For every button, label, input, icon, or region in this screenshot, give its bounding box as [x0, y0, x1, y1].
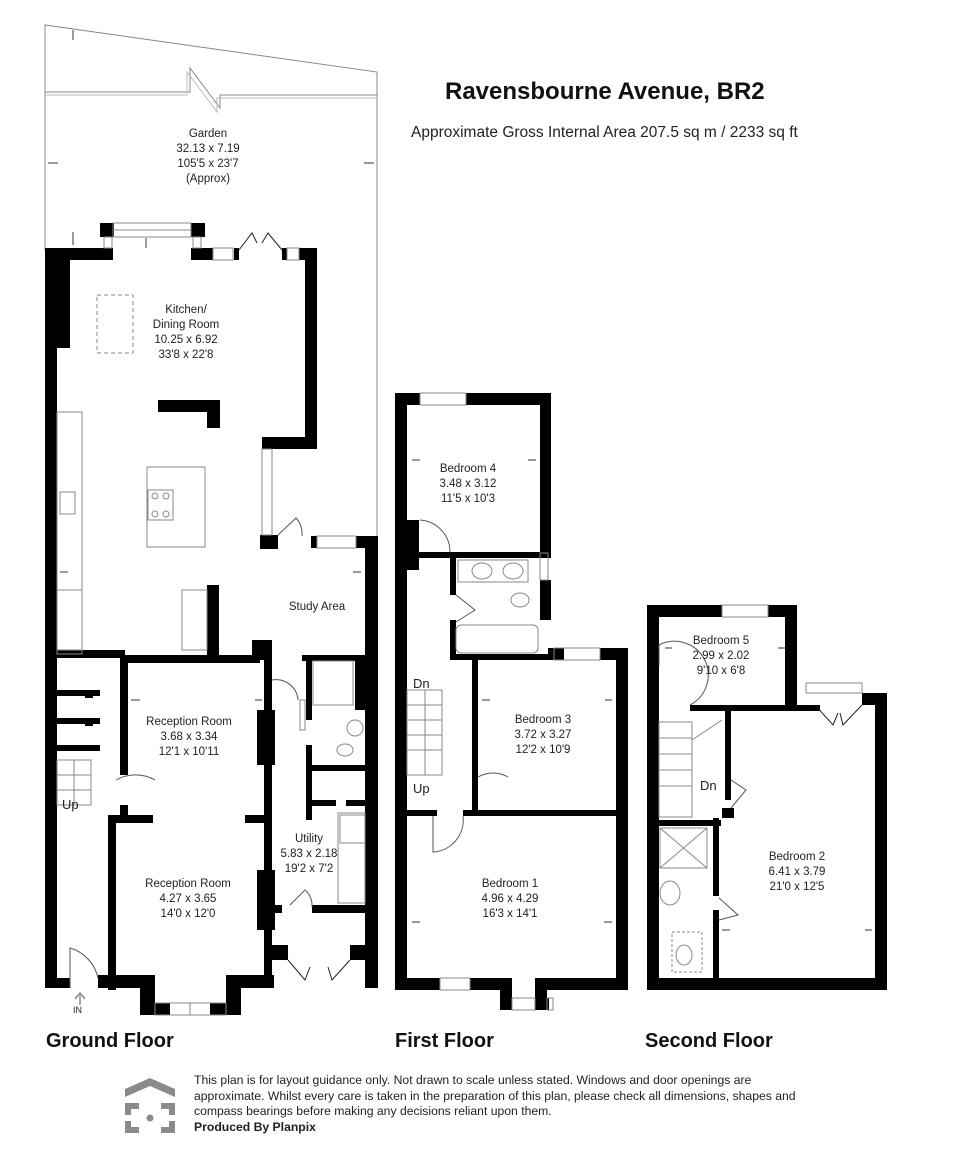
room-name: Bedroom 2	[768, 851, 826, 863]
room-imperial: 9'10 x 6'8	[696, 665, 746, 677]
room-name: Bedroom 3	[514, 714, 572, 726]
room-imperial: 11'5 x 10'3	[440, 493, 496, 505]
room-metric: 3.68 x 3.34	[160, 731, 218, 743]
room-imperial: 19'2 x 7'2	[284, 863, 334, 875]
first-floor-walls	[395, 393, 628, 1010]
room-name: Reception Room	[145, 878, 231, 890]
room-imperial: 16'3 x 14'1	[482, 908, 538, 920]
room-label-bedroom-2: Bedroom 2 6.41 x 3.79 21'0 x 12'5	[769, 850, 826, 895]
room-label-reception-room-1: Reception Room 3.68 x 3.34 12'1 x 10'11	[146, 715, 232, 760]
page-title: Ravensbourne Avenue, BR2	[445, 78, 765, 105]
room-metric: 2.99 x 2.02	[692, 650, 750, 662]
disclaimer-body: This plan is for layout guidance only. N…	[194, 1073, 796, 1119]
second-floor-walls	[647, 605, 887, 990]
room-name: Garden	[188, 128, 228, 140]
gross-area-subtitle: Approximate Gross Internal Area 207.5 sq…	[411, 124, 798, 141]
ground-floor-walls	[45, 223, 378, 1015]
first-floor-fittings	[406, 392, 601, 1011]
room-name: Bedroom 5	[692, 635, 750, 647]
room-name: Reception Room	[146, 716, 232, 728]
room-name: Bedroom 4	[439, 463, 497, 475]
garden-outline	[44, 24, 378, 540]
disclaimer-text: This plan is for layout guidance only. N…	[194, 1073, 814, 1135]
room-imperial: 12'2 x 10'9	[515, 744, 571, 756]
garden-dimension-arrows	[48, 30, 374, 164]
room-note: (Approx)	[185, 173, 231, 185]
room-name: Utility	[294, 833, 324, 845]
producer-credit: Produced By Planpix	[194, 1119, 316, 1134]
stairs-up-label-ground: Up	[62, 797, 79, 812]
room-name: Bedroom 1	[481, 878, 539, 890]
room-imperial: 12'1 x 10'11	[158, 746, 220, 758]
floor-label-first: First Floor	[395, 1030, 494, 1052]
stairs-up-label-first: Up	[413, 781, 430, 796]
entrance-label: IN	[73, 1005, 82, 1015]
room-label-reception-room-2: Reception Room 4.27 x 3.65 14'0 x 12'0	[145, 877, 231, 922]
room-imperial: 14'0 x 12'0	[160, 908, 216, 920]
room-metric: 10.25 x 6.92	[154, 334, 218, 346]
floor-label-second: Second Floor	[645, 1030, 773, 1052]
room-metric: 32.13 x 7.19	[176, 143, 240, 155]
second-floor-doors	[658, 640, 747, 921]
room-label-bedroom-3: Bedroom 3 3.72 x 3.27 12'2 x 10'9	[515, 713, 572, 758]
room-metric: 6.41 x 3.79	[768, 866, 826, 878]
stairs-down-label-second: Dn	[700, 778, 717, 793]
floor-label-ground: Ground Floor	[46, 1030, 174, 1052]
room-metric: 4.27 x 3.65	[159, 893, 217, 905]
second-floor-fittings	[658, 604, 863, 973]
room-label-kitchen-dining: Kitchen/ Dining Room 10.25 x 6.92 33'8 x…	[153, 303, 219, 363]
room-metric: 5.83 x 2.18	[280, 848, 338, 860]
room-label-bedroom-1: Bedroom 1 4.96 x 4.29 16'3 x 14'1	[482, 877, 539, 922]
room-label-garden: Garden 32.13 x 7.19 105'5 x 23'7 (Approx…	[176, 127, 239, 187]
planpix-house-logo-icon	[125, 1078, 175, 1133]
room-imperial: 33'8 x 22'8	[158, 349, 214, 361]
dimension-arrows	[60, 232, 872, 931]
room-metric: 3.72 x 3.27	[514, 729, 572, 741]
room-label-utility: Utility 5.83 x 2.18 19'2 x 7'2	[281, 832, 338, 877]
room-label-bedroom-5: Bedroom 5 2.99 x 2.02 9'10 x 6'8	[693, 634, 750, 679]
room-label-bedroom-4: Bedroom 4 3.48 x 3.12 11'5 x 10'3	[440, 462, 497, 507]
room-name: Kitchen/	[165, 304, 207, 316]
room-name: Study Area	[288, 601, 346, 613]
room-metric: 3.48 x 3.12	[439, 478, 497, 490]
ground-floor-fittings	[56, 222, 366, 1016]
room-name-line2: Dining Room	[152, 319, 220, 331]
ground-floor-doors	[69, 517, 313, 988]
first-floor-doors	[419, 519, 509, 853]
room-imperial: 105'5 x 23'7	[177, 158, 239, 170]
room-label-study-area: Study Area	[289, 600, 345, 615]
stairs-down-label-first: Dn	[413, 676, 430, 691]
room-metric: 4.96 x 4.29	[481, 893, 539, 905]
entrance-arrow-icon	[74, 991, 86, 1005]
room-imperial: 21'0 x 12'5	[769, 881, 825, 893]
